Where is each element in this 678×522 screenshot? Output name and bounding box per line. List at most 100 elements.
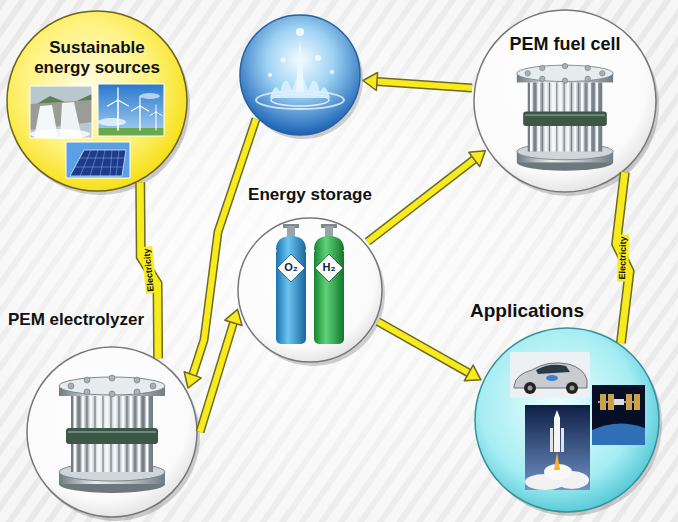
connector-line [367,159,474,241]
flow-arrow [378,322,481,381]
label-holder: O₂ [284,261,297,274]
water-flow-arrow-part [377,82,472,89]
solar-panel-photo-part [66,142,130,178]
water-splash-part [296,40,304,92]
oxygen-cylinder-part [276,248,306,344]
wind-turbine-photo-part-part [117,100,119,130]
water-flow-arrow-part [193,119,256,375]
circle-outline [6,10,188,192]
wind-turbine-photo-part-part [155,112,156,130]
connector-line [378,322,469,373]
hydro-dam-photo [30,86,92,139]
hydrogen-cylinder [314,224,344,344]
rocket-launch-photo-part [561,428,564,452]
circle-shape [27,347,197,517]
hydrogen-cylinder-part [314,248,344,344]
stage-circle: Applications [462,300,672,516]
space-station-photo-part [600,394,606,410]
water-splash-part [330,70,334,74]
water-splash-part [268,73,272,77]
wind-turbine-photo-part-part [108,88,129,106]
solar-panel-photo-part [70,150,126,176]
circle-shape [474,10,656,192]
stage-title: Sustainable energy sources [27,38,167,79]
wind-turbine-photo-part [98,84,164,136]
connector-line [616,172,629,343]
connector-outline [140,182,158,358]
edge-label-holder: Electricity [141,246,157,294]
hydrogen-car-photo-part [566,382,578,394]
connector-outline [378,322,469,373]
wind-turbine-photo [98,84,164,136]
edge-label: Electricity [141,246,157,294]
water-splash-part [240,15,360,135]
water-flow-arrow [184,119,256,388]
water-splash-part [315,55,321,61]
water-flow-arrow-part [184,372,201,388]
water-flow-arrow-part [363,73,378,91]
flow-arrow [200,309,242,432]
stage-circle: PEM electrolyzer [6,308,206,518]
wind-turbine-photo-part [98,84,164,136]
water-flow-arrow-part [377,82,472,89]
rocket-launch-photo-part [554,410,560,418]
gas-symbol: O₂ [284,261,297,274]
hydrogen-car-photo-part [528,386,533,391]
rocket-launch-photo-part [554,452,560,470]
stage-circle: Sustainable energy sources [6,10,188,192]
circle-outline [210,185,410,365]
circle-outline [462,300,672,516]
water-splash-part [281,58,286,63]
electricity-bolt [616,172,629,343]
rocket-launch-photo [525,405,590,490]
water-flow-arrow-part [193,119,256,375]
arrow-head [225,309,242,325]
solar-panel-photo-part [66,142,130,178]
electrolyzer-stack [59,375,165,493]
circle-shape [475,328,659,512]
arrow-head [469,151,486,167]
wind-turbine-photo-part [140,93,160,99]
wind-turbine-photo-part-part [139,106,140,130]
space-station-photo-part [626,394,632,410]
connector-line [140,182,158,358]
hydrogen-car-photo [510,352,590,398]
arrow-head [464,365,481,381]
gas-symbol: H₂ [323,261,336,274]
hydrogen-car-photo-part [546,375,558,381]
stage-circle: PEM fuel cell [473,9,657,193]
rocket-launch-photo-part [525,405,590,490]
hydro-dam-photo-part [30,86,92,138]
stage-title: PEM electrolyzer [8,310,158,330]
circle-outline [6,308,206,518]
space-station-photo-part [614,399,624,405]
connector-line [200,323,233,432]
wind-turbine-photo-part [108,88,162,130]
connector-outline [367,159,474,241]
space-station-photo-part [634,394,640,410]
electricity-bolt [140,182,158,358]
water-splash-part [296,28,304,36]
circle-shape [238,218,382,362]
stage-title: PEM fuel cell [485,34,645,56]
connector-outline [200,323,233,432]
hydrogen-car-photo-part [536,365,570,374]
fuel-cell-stack [517,63,613,170]
solar-panel-photo [66,142,130,178]
rocket-launch-photo-part [550,428,553,452]
space-station-photo-part [592,423,645,445]
space-station-photo-part [608,394,614,410]
wind-turbine-photo-part [98,118,126,126]
hydrogen-car-photo-part [524,382,536,394]
water-flow-arrow [363,73,472,91]
circle-shape [7,11,187,191]
space-station-photo [592,385,645,445]
oxygen-cylinder-part [277,254,305,282]
hydrogen-cylinder-part [315,254,343,282]
